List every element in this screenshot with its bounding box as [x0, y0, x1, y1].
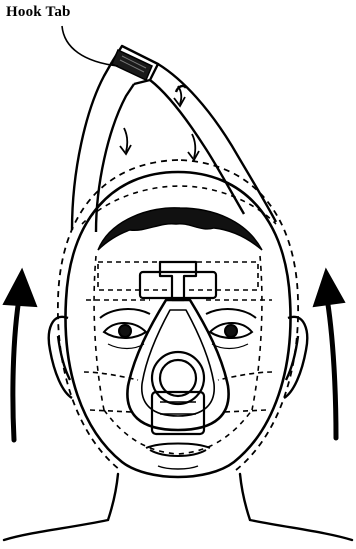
mouth: [146, 444, 210, 470]
left-up-arrow: [13, 292, 20, 440]
headgear-outline: [58, 160, 298, 470]
mask-connector: [152, 352, 204, 434]
right-up-arrow: [326, 292, 336, 438]
hair: [98, 208, 262, 250]
hook-tab: [112, 50, 152, 80]
eyes: [100, 309, 256, 348]
hook-tab-label: Hook Tab: [6, 4, 71, 21]
hook-tab-leader-line: [62, 26, 118, 66]
crown-straps: [72, 46, 276, 232]
forehead-support: [140, 262, 216, 300]
neck-and-shoulders: [4, 474, 352, 540]
